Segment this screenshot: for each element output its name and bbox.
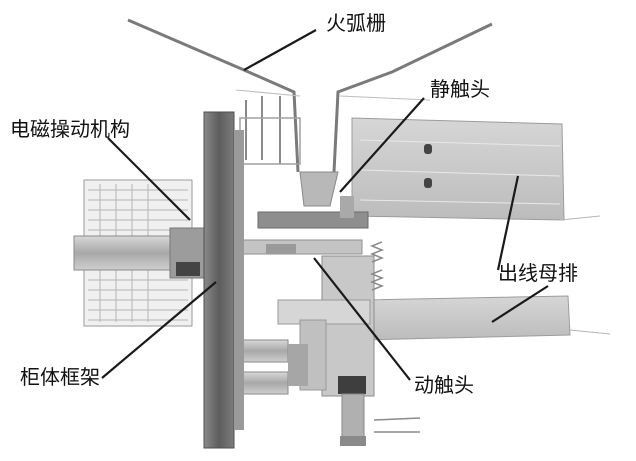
stem-base [340, 436, 366, 446]
drive-bracket [288, 344, 308, 386]
operating-rod-shaft [231, 239, 363, 255]
cabinet-frame [203, 111, 244, 449]
static-contact-tip [340, 196, 354, 218]
leader-moving-contact [313, 257, 411, 381]
moving-contact-dark-block [338, 376, 366, 394]
leader-arc-chute [243, 29, 317, 71]
busbar-bolt-hole [424, 178, 432, 188]
lower-drive-parts [231, 339, 308, 395]
terminal-wire [373, 417, 421, 421]
arc-chute-box [239, 117, 301, 165]
label-electromagnetic-mechanism: 电磁操动机构 [10, 117, 130, 141]
static-contact-body [299, 171, 339, 207]
busbar-edge-line [559, 215, 601, 221]
moving-contact-stem [341, 393, 365, 439]
leader-cabinet-frame [101, 281, 217, 379]
label-cabinet-frame: 柜体框架 [20, 365, 100, 389]
busbar-lower-plate [359, 295, 571, 341]
armature-dark-ring [176, 262, 200, 276]
label-moving-contact: 动触头 [414, 373, 474, 397]
leader-electromagnetic-mechanism [107, 137, 191, 221]
leader-outgoing-busbar-lower [491, 285, 549, 323]
busbar-edge-line [569, 329, 611, 335]
cabinet-frame-flange [234, 130, 244, 430]
leader-static-contact [339, 97, 425, 193]
arc-chute-right-wing [332, 22, 493, 173]
label-outgoing-busbar: 出线母排 [498, 261, 578, 285]
arc-chute-fine-line [235, 89, 301, 97]
leader-outgoing-busbar-upper [496, 175, 520, 271]
busbar-hatching [359, 139, 561, 205]
busbar-bolt-hole [424, 144, 432, 154]
spring-coil [369, 241, 385, 291]
label-arc-chute: 火弧栅 [326, 11, 386, 35]
leader-lines [101, 29, 549, 381]
arc-chute [127, 18, 493, 173]
operating-rod [231, 239, 363, 255]
arc-chute-left-wing [127, 18, 300, 173]
rod-coupling [266, 244, 296, 254]
busbar-upper-plate [351, 117, 565, 221]
label-static-contact: 静触头 [430, 77, 490, 101]
static-contact-assembly [257, 171, 369, 229]
arc-chute-fine-line [339, 95, 431, 101]
cabinet-frame-column [203, 111, 235, 449]
outgoing-busbar [351, 117, 611, 341]
